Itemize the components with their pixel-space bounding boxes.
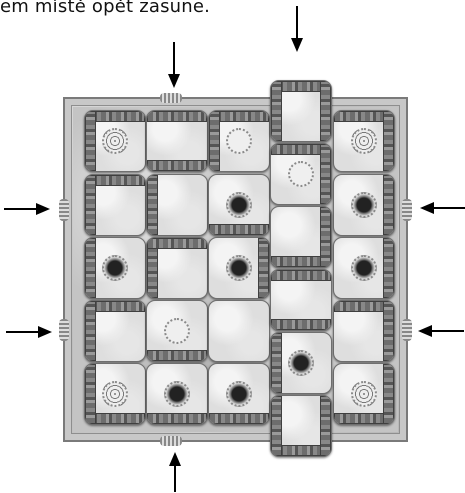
tile-wall [383, 364, 394, 424]
board-ornament-left-upper [59, 199, 69, 221]
treasure-icon [164, 381, 190, 407]
maze-tile[interactable] [270, 206, 332, 268]
arrow-bottom-left-column[interactable] [168, 452, 182, 492]
maze-tile[interactable] [84, 174, 146, 236]
treasure-icon [226, 192, 252, 218]
tile-wall [383, 301, 394, 361]
tile-wall [147, 175, 158, 235]
tile-wall [320, 207, 331, 267]
maze-tile[interactable] [333, 363, 395, 425]
tile-wall [209, 224, 269, 235]
maze-tile[interactable] [146, 174, 208, 236]
treasure-icon [226, 255, 252, 281]
maze-tile[interactable] [208, 237, 270, 299]
arrow-right-upper-row[interactable] [420, 201, 465, 215]
maze-tile[interactable] [146, 300, 208, 362]
maze-tile[interactable] [270, 269, 332, 331]
tile-wall [320, 81, 331, 141]
maze-tile[interactable] [84, 110, 146, 172]
tile-wall [147, 160, 207, 171]
tile-wall [258, 238, 269, 298]
spiderweb-icon [102, 381, 128, 407]
maze-tile[interactable] [84, 300, 146, 362]
tile-wall [320, 144, 331, 204]
arrow-top-left-column[interactable] [167, 42, 181, 88]
treasure-icon [351, 255, 377, 281]
tile-wall [85, 301, 96, 361]
treasure-icon [226, 381, 252, 407]
maze-tile[interactable] [333, 110, 395, 172]
arrow-left-lower-row[interactable] [6, 325, 52, 339]
maze-tile[interactable] [333, 174, 395, 236]
tile-wall [85, 238, 96, 298]
inserted-maze-tile[interactable] [270, 80, 332, 142]
maze-tile[interactable] [208, 174, 270, 236]
board-ornament-right-lower [402, 319, 412, 341]
maze-tile[interactable] [333, 237, 395, 299]
arrow-right-lower-row[interactable] [418, 324, 464, 338]
maze-tile[interactable] [84, 363, 146, 425]
tile-wall [147, 238, 207, 249]
instruction-caption: em místě opět zasune. [0, 0, 250, 17]
maze-tile[interactable] [146, 110, 208, 172]
tile-wall [320, 396, 331, 456]
tile-wall [271, 270, 331, 281]
maze-tile[interactable] [146, 363, 208, 425]
tile-wall [383, 111, 394, 171]
tile-wall [85, 364, 96, 424]
maze-tile[interactable] [270, 143, 332, 205]
spiderweb-icon [102, 128, 128, 154]
treasure-icon [351, 192, 377, 218]
spiderweb-icon [351, 381, 377, 407]
tile-wall [147, 350, 207, 361]
treasure-icon [164, 318, 190, 344]
board-ornament-right-upper [402, 199, 412, 221]
maze-tile[interactable] [270, 332, 332, 394]
maze-tile[interactable] [208, 300, 270, 362]
pushed-out-maze-tile[interactable] [270, 395, 332, 457]
treasure-icon [102, 255, 128, 281]
maze-tile[interactable] [146, 237, 208, 299]
spiderweb-icon [351, 128, 377, 154]
tile-wall [271, 81, 282, 141]
treasure-icon [288, 161, 314, 187]
maze-tile[interactable] [84, 237, 146, 299]
arrow-top-middle-column[interactable] [290, 6, 304, 52]
board-ornament-top [160, 93, 182, 103]
treasure-icon [226, 128, 252, 154]
tile-wall [383, 238, 394, 298]
maze-tile[interactable] [208, 110, 270, 172]
tile-wall [85, 111, 96, 171]
board-ornament-bottom [160, 436, 182, 446]
tile-wall [85, 175, 96, 235]
tile-wall [209, 111, 220, 171]
tile-wall [209, 413, 269, 424]
tile-wall [271, 396, 282, 456]
tile-wall [383, 175, 394, 235]
arrow-left-upper-row[interactable] [4, 202, 50, 216]
tile-wall [271, 319, 331, 330]
maze-tile[interactable] [208, 363, 270, 425]
treasure-icon [288, 350, 314, 376]
tile-wall [147, 111, 207, 122]
maze-tile[interactable] [333, 300, 395, 362]
board-ornament-left-lower [59, 319, 69, 341]
tile-wall [271, 333, 282, 393]
tile-wall [147, 413, 207, 424]
